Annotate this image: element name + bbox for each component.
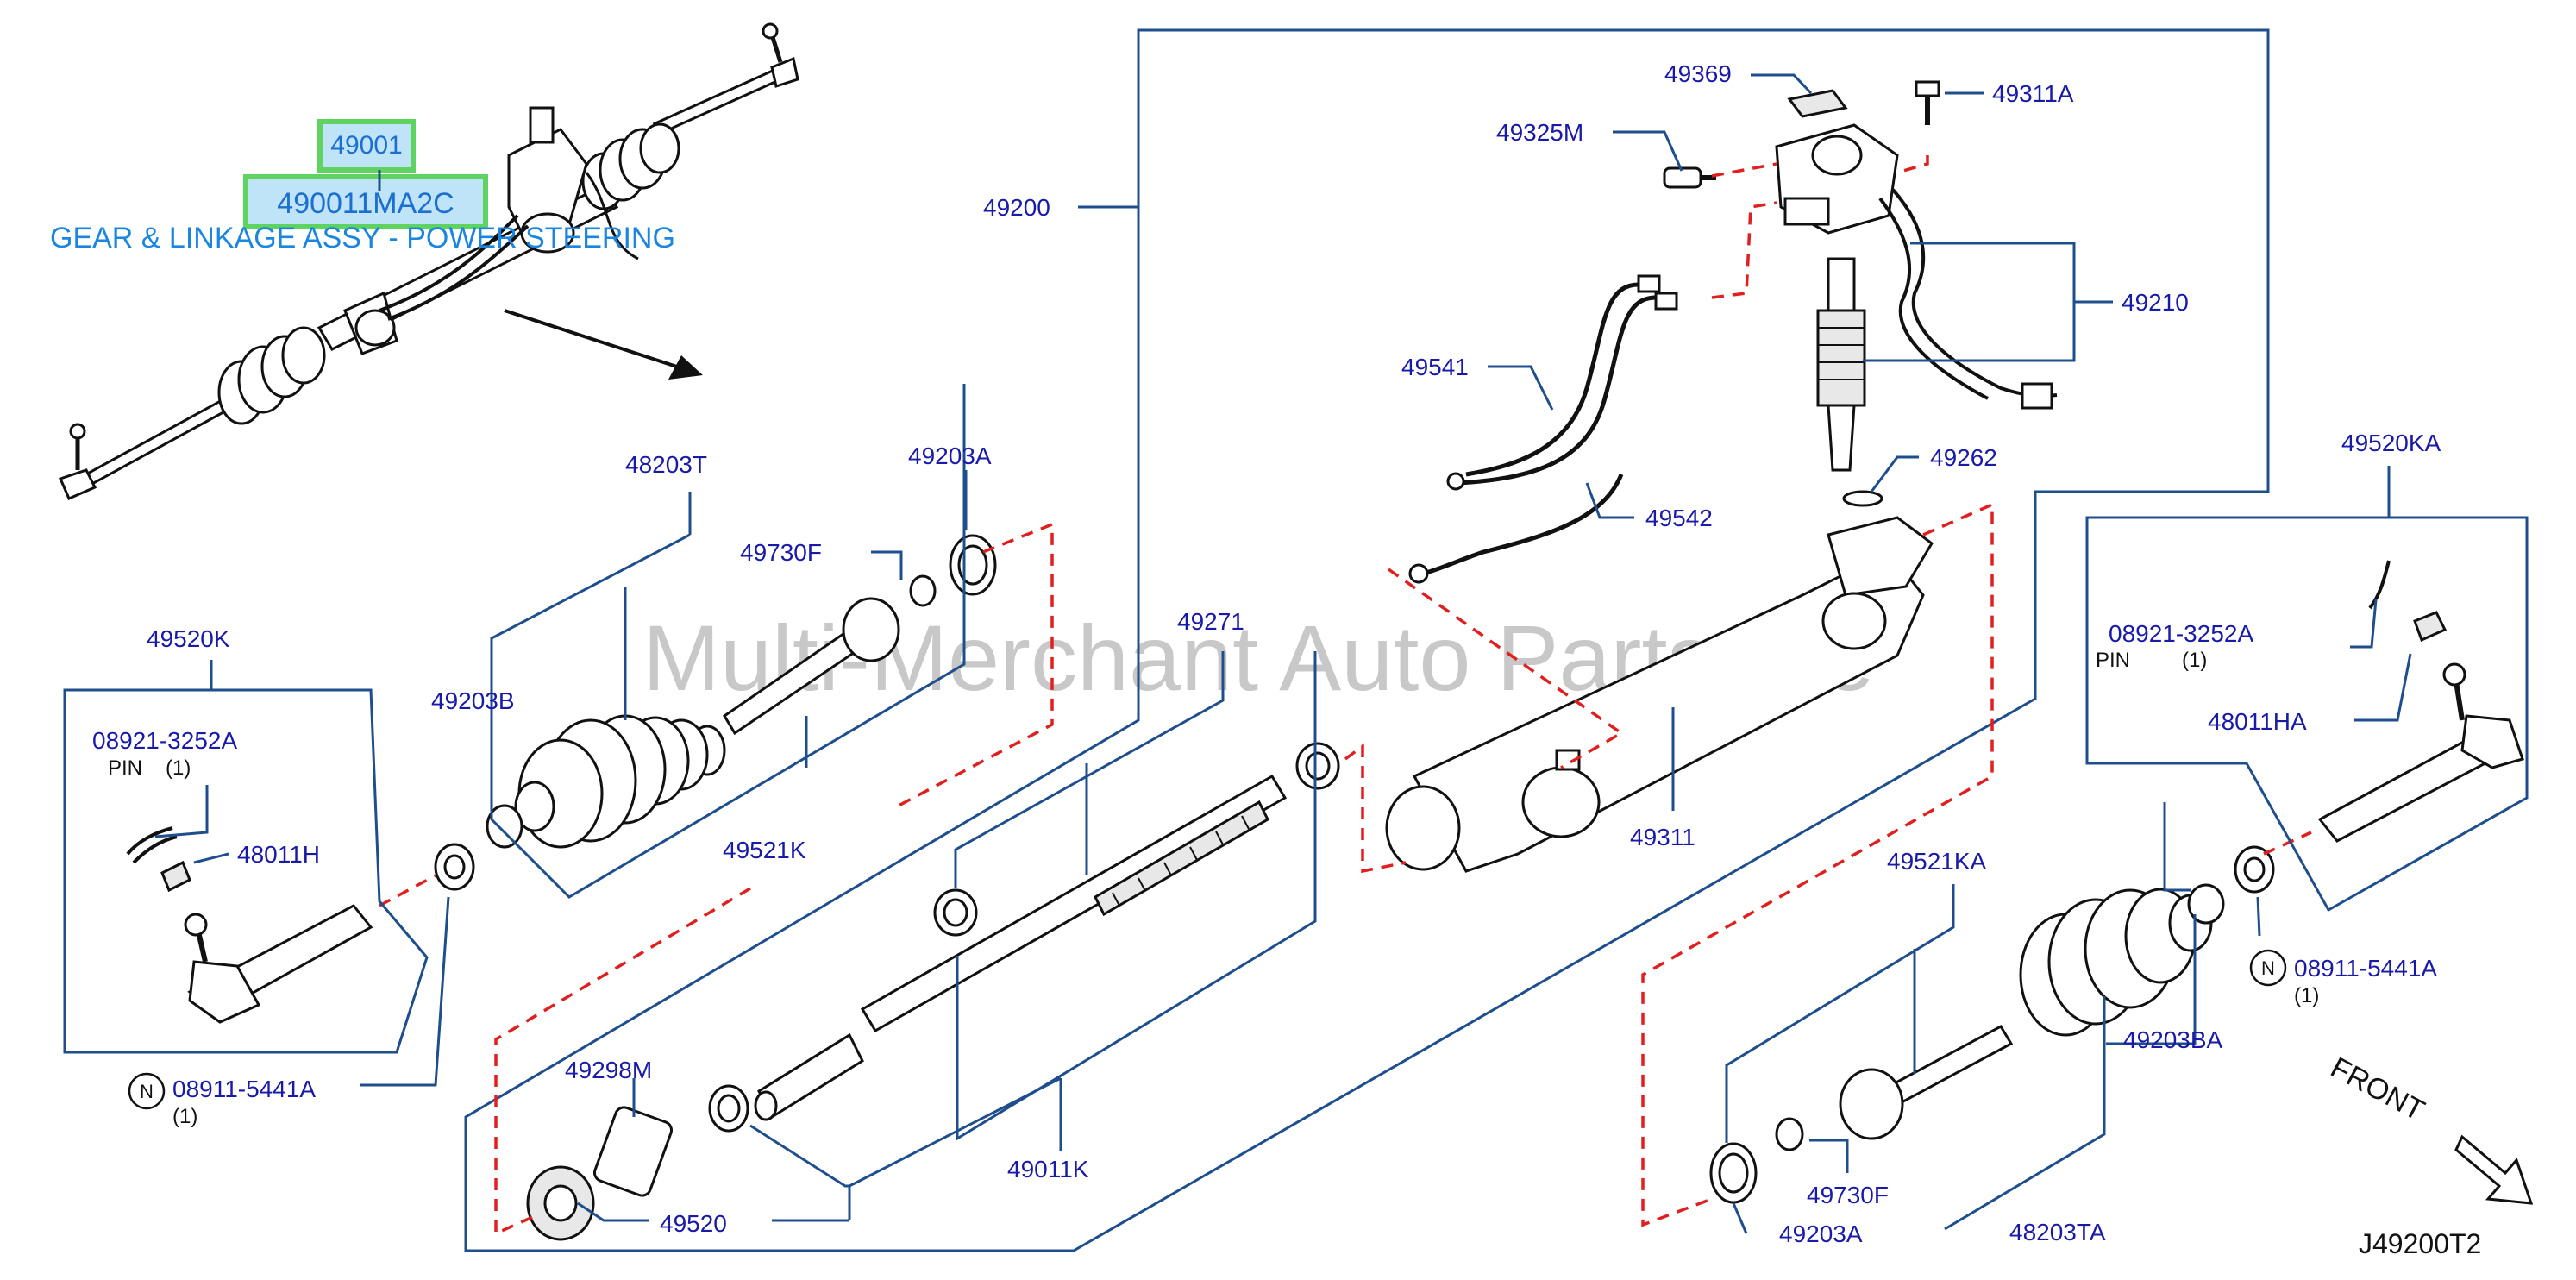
- label-49011K[interactable]: 49011K: [1007, 1156, 1089, 1183]
- valve-assembly[interactable]: [1663, 80, 2058, 507]
- pipe-assembly[interactable]: [1408, 274, 1678, 584]
- left-tie-rod-end[interactable]: [126, 826, 475, 1024]
- label-pin-left-qty: (1): [166, 756, 191, 780]
- gear-housing-49311[interactable]: [1385, 516, 1934, 873]
- label-48011H[interactable]: 48011H: [237, 841, 320, 868]
- rack-bar-49271[interactable]: [860, 742, 1340, 1033]
- left-boot-and-tie-rod[interactable]: [486, 534, 997, 849]
- n-circle-left: [128, 1072, 166, 1110]
- rack-end-parts[interactable]: [526, 1032, 864, 1241]
- front-indicator: FRONT: [2325, 1051, 2534, 1205]
- label-49520KA[interactable]: 49520KA: [2341, 430, 2441, 456]
- front-arrow-icon: [2454, 1134, 2534, 1205]
- part-number-49001[interactable]: 49001: [330, 131, 402, 160]
- label-08911-5441A-left-qty: (1): [172, 1105, 197, 1128]
- label-49369[interactable]: 49369: [1664, 60, 1732, 87]
- label-pin-right: PIN: [2096, 649, 2130, 672]
- label-49262[interactable]: 49262: [1930, 444, 1997, 471]
- n-symbol-left: N: [140, 1081, 154, 1102]
- label-49521KA[interactable]: 49521KA: [1887, 848, 1987, 875]
- right-boot-and-tie-rod[interactable]: [1709, 883, 2225, 1204]
- right-tie-rod-end[interactable]: [2234, 560, 2524, 894]
- label-49541[interactable]: 49541: [1401, 354, 1469, 380]
- label-49521K[interactable]: 49521K: [723, 837, 806, 863]
- label-49203A-top[interactable]: 49203A: [908, 442, 992, 469]
- label-49200[interactable]: 49200: [983, 194, 1050, 221]
- highlight-box-490011MA2C[interactable]: [243, 174, 488, 229]
- label-08911-5441A-right-qty: (1): [2294, 984, 2319, 1007]
- highlight-box-49001[interactable]: [317, 119, 416, 173]
- label-49271[interactable]: 49271: [1177, 608, 1244, 635]
- assembly-callout[interactable]: 49001 490011MA2C GEAR & LINKAGE ASSY - P…: [50, 119, 675, 254]
- diagram-reference: J49200T2: [2359, 1228, 2481, 1259]
- label-48203T[interactable]: 48203T: [625, 451, 707, 478]
- part-labels: 49369 49311A 49325M 49200 49210 49541 49…: [92, 60, 2441, 1247]
- n-symbol-right: N: [2261, 957, 2275, 979]
- label-pin-left: PIN: [108, 756, 142, 780]
- label-49311A[interactable]: 49311A: [1992, 80, 2074, 107]
- assembly-name[interactable]: GEAR & LINKAGE ASSY - POWER STEERING: [50, 222, 675, 254]
- label-49520[interactable]: 49520: [660, 1210, 727, 1237]
- label-49730F-top[interactable]: 49730F: [740, 539, 822, 566]
- leader-lines: [63, 73, 2529, 1234]
- label-49520K[interactable]: 49520K: [147, 625, 230, 652]
- label-49325M[interactable]: 49325M: [1496, 119, 1583, 146]
- label-pin-right-qty: (1): [2182, 649, 2207, 672]
- label-49210[interactable]: 49210: [2122, 289, 2189, 316]
- label-08921-3252A-right[interactable]: 08921-3252A: [2109, 620, 2253, 647]
- label-49203B[interactable]: 49203B: [431, 687, 515, 714]
- n-circle-right: [2249, 949, 2287, 987]
- front-label: FRONT: [2325, 1051, 2429, 1128]
- alignment-lines: [379, 155, 2312, 1236]
- label-08921-3252A-left[interactable]: 08921-3252A: [92, 727, 237, 754]
- label-49203BA[interactable]: 49203BA: [2123, 1026, 2223, 1053]
- label-49311[interactable]: 49311: [1630, 824, 1695, 850]
- label-48011HA[interactable]: 48011HA: [2208, 708, 2307, 735]
- label-08911-5441A-right[interactable]: 08911-5441A: [2294, 955, 2437, 982]
- label-48203TA[interactable]: 48203TA: [2009, 1219, 2106, 1245]
- label-49203A-bottom[interactable]: 49203A: [1779, 1220, 1863, 1247]
- label-08911-5441A-left[interactable]: 08911-5441A: [172, 1076, 316, 1102]
- label-49730F-bottom[interactable]: 49730F: [1807, 1182, 1889, 1208]
- part-number-490011MA2C[interactable]: 490011MA2C: [277, 187, 454, 220]
- label-49298M[interactable]: 49298M: [565, 1057, 652, 1083]
- bracket-49200: [464, 28, 2270, 1252]
- assembly-illustration[interactable]: [58, 22, 799, 500]
- label-49542[interactable]: 49542: [1645, 505, 1713, 531]
